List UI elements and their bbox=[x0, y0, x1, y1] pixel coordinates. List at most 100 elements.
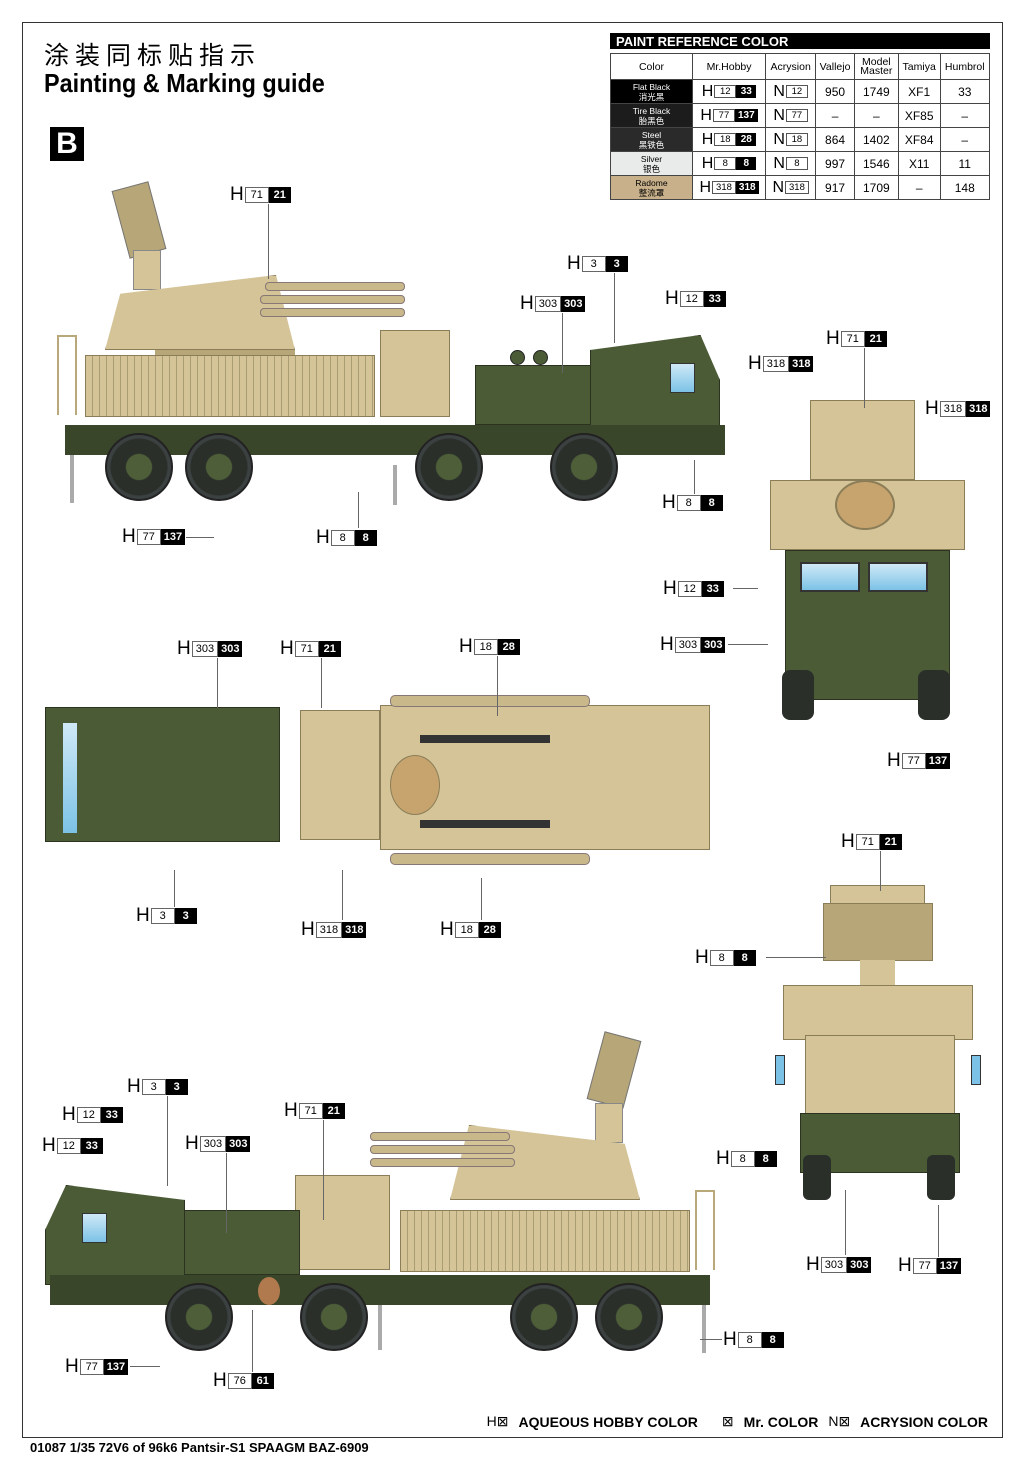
leader-line bbox=[226, 1153, 227, 1233]
mr-color-code: 3 bbox=[165, 1079, 188, 1095]
mr-color-code: 8 bbox=[733, 950, 756, 966]
title-english: Painting & Marking guide bbox=[44, 68, 325, 98]
paint-prefix: H bbox=[185, 1133, 199, 1154]
paint-prefix: H bbox=[665, 288, 679, 309]
paint-prefix: H bbox=[663, 578, 677, 599]
vallejo-code: 950 bbox=[815, 79, 855, 104]
hobby-color-code: 8 bbox=[709, 950, 734, 966]
mr-color-symbol: ⊠ bbox=[721, 1413, 734, 1429]
leader-line bbox=[938, 1205, 939, 1257]
side-view-left bbox=[40, 1025, 730, 1360]
paint-prefix: H bbox=[841, 831, 855, 852]
vallejo-code: 997 bbox=[815, 151, 855, 176]
model-master-code: – bbox=[853, 103, 899, 128]
hobby-color-code: 18 bbox=[473, 639, 498, 655]
hobby-color-code: 77 bbox=[912, 1258, 937, 1274]
hobby-color-code: 71 bbox=[294, 641, 319, 657]
paint-prefix: H bbox=[898, 1255, 912, 1276]
hobby-color-code: 8 bbox=[330, 530, 355, 546]
paint-prefix: H bbox=[284, 1100, 298, 1121]
mr-color-code: 33 bbox=[80, 1138, 103, 1154]
hobby-color-code: 12 bbox=[56, 1138, 81, 1154]
mr-color-code: 3 bbox=[174, 908, 197, 924]
mr-color-code: 8 bbox=[761, 1332, 784, 1348]
paint-prefix: H bbox=[440, 919, 454, 940]
paint-prefix: H bbox=[925, 398, 939, 419]
paint-prefix: H bbox=[301, 919, 315, 940]
leader-line bbox=[174, 870, 175, 907]
col-acrysion: Acrysion bbox=[765, 53, 817, 80]
front-view bbox=[760, 380, 975, 720]
paint-prefix: H bbox=[748, 353, 762, 374]
leader-line bbox=[321, 658, 322, 708]
acrysion-color-label: ACRYSION COLOR bbox=[860, 1413, 988, 1430]
hobby-color-code: 71 bbox=[840, 331, 865, 347]
tamiya-code: XF84 bbox=[897, 127, 941, 152]
paint-prefix: H bbox=[213, 1370, 227, 1391]
color-legend: H⊠ AQUEOUS HOBBY COLOR ⊠ Mr. COLOR N⊠ AC… bbox=[487, 1413, 988, 1430]
paint-prefix: H bbox=[230, 184, 244, 205]
mr-color-code: 21 bbox=[864, 331, 887, 347]
leader-line bbox=[167, 1096, 168, 1186]
leader-line bbox=[186, 537, 214, 538]
paint-prefix: H bbox=[723, 1329, 737, 1350]
mr-color-code: 318 bbox=[342, 922, 367, 938]
hobby-color-code: 76 bbox=[227, 1373, 252, 1389]
mr-color-code: 21 bbox=[322, 1103, 345, 1119]
model-master-code: 1546 bbox=[853, 151, 899, 176]
mr-color-code: 28 bbox=[478, 922, 501, 938]
mr-color-code: 33 bbox=[100, 1107, 123, 1123]
scheme-badge: B bbox=[50, 127, 84, 161]
col-tamiya: Tamiya bbox=[897, 53, 941, 80]
paint-prefix: H bbox=[62, 1104, 76, 1125]
hobby-color-label: AQUEOUS HOBBY COLOR bbox=[518, 1413, 698, 1430]
leader-line bbox=[130, 1366, 160, 1367]
paint-prefix: H bbox=[660, 634, 674, 655]
vallejo-code: 864 bbox=[815, 127, 855, 152]
hobby-color-code: 303 bbox=[199, 1136, 227, 1152]
paint-prefix: H bbox=[567, 253, 581, 274]
top-view bbox=[45, 685, 720, 875]
leader-line bbox=[268, 204, 269, 279]
humbrol-code: 33 bbox=[939, 79, 990, 104]
hobby-color-code: 77 bbox=[136, 529, 161, 545]
model-master-code: 1749 bbox=[853, 79, 899, 104]
paint-prefix: H bbox=[695, 947, 709, 968]
leader-line bbox=[481, 878, 482, 920]
paint-prefix: H bbox=[806, 1254, 820, 1275]
leader-line bbox=[728, 644, 768, 645]
hobby-color-code: 18 bbox=[454, 922, 479, 938]
col-vallejo: Vallejo bbox=[815, 53, 855, 80]
paint-prefix: H bbox=[177, 638, 191, 659]
tamiya-code: X11 bbox=[897, 151, 941, 176]
mr-color-code: 137 bbox=[936, 1258, 962, 1274]
mr-color-code: 318 bbox=[966, 401, 991, 417]
mr-color-label: Mr. COLOR bbox=[743, 1413, 819, 1430]
leader-line bbox=[694, 460, 695, 494]
acrysion-color-symbol: N⊠ bbox=[828, 1413, 851, 1429]
paint-prefix: H bbox=[520, 293, 534, 314]
hobby-color-code: 3 bbox=[141, 1079, 166, 1095]
page-frame bbox=[22, 22, 1003, 1438]
col-model-master: Model Master bbox=[853, 53, 899, 80]
leader-line bbox=[733, 588, 758, 589]
